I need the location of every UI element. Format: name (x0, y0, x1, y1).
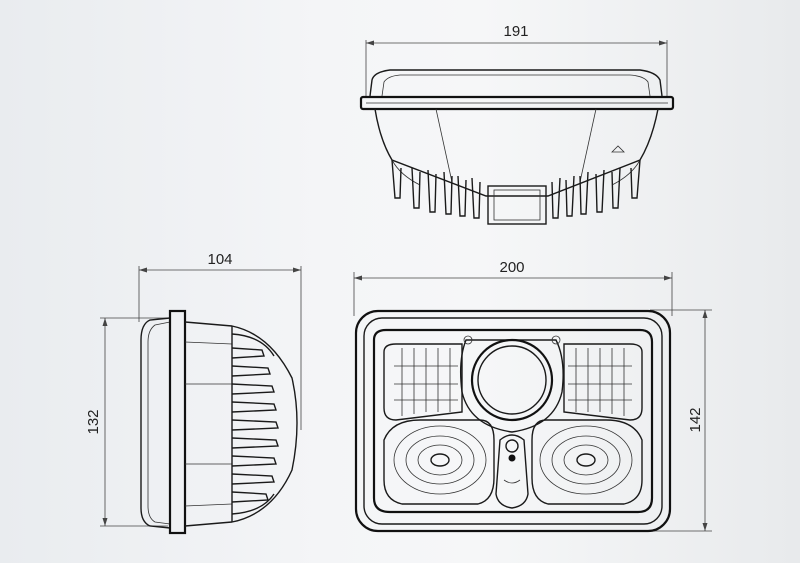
front-height-label: 142 (687, 407, 704, 432)
top-width-label: 191 (503, 23, 528, 40)
dimension-104: 104 (138, 251, 302, 430)
front-width-label: 200 (499, 259, 524, 276)
side-depth-label: 104 (207, 251, 232, 268)
side-height-label: 132 (85, 409, 102, 434)
dimension-142: 142 (650, 309, 712, 532)
dimension-200: 200 (353, 259, 673, 316)
top-view: 191 (359, 23, 675, 225)
front-view: 200 142 (353, 259, 712, 533)
dimension-191: 191 (365, 23, 668, 96)
dimension-132: 132 (85, 317, 168, 527)
side-view: 104 132 (85, 251, 302, 535)
